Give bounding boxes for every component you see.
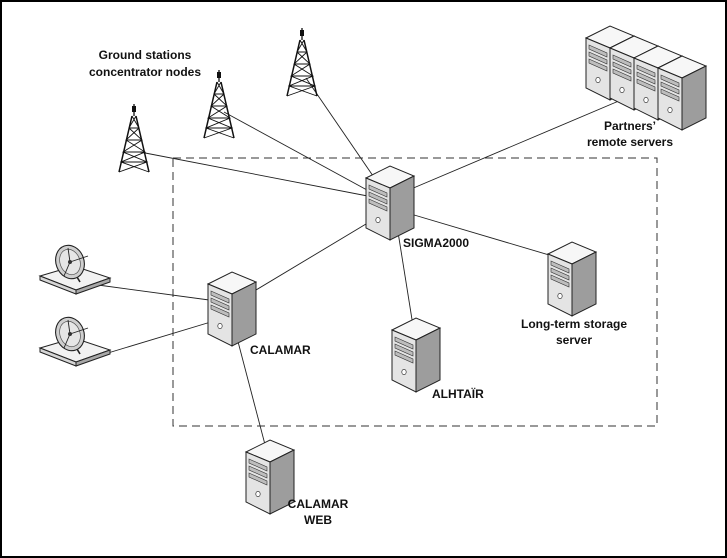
sigma2000-label: SIGMA2000 (403, 236, 469, 250)
sigma2000-server-icon (365, 165, 415, 241)
ground-stations-label-line2: concentrator nodes (89, 65, 201, 79)
link-calamar-web (235, 333, 269, 457)
alhtair-server-icon (391, 317, 441, 393)
ground-stations-label-line1: Ground stations (99, 48, 192, 62)
dashed-boundary (172, 157, 658, 427)
link-partners-sigma (403, 91, 641, 193)
connections (97, 77, 641, 457)
storage-label-line1: Long-term storage (521, 317, 627, 331)
storage-server-icon (547, 241, 597, 317)
link-tower1-sigma (139, 151, 379, 199)
link-dish1-calamar (97, 284, 225, 303)
link-sigma-alhtair (397, 231, 415, 333)
link-sigma-storage (403, 211, 567, 261)
link-tower2-sigma (223, 111, 379, 197)
link-dish2-calamar (97, 317, 225, 357)
storage-label-line2: server (556, 333, 592, 347)
link-tower3-sigma (305, 77, 385, 193)
alhtair-label: ALHTAÏR (432, 386, 484, 401)
link-sigma-calamar (245, 217, 377, 297)
calamar-server-icon (207, 271, 257, 347)
calamar-label: CALAMAR (250, 343, 311, 357)
partners-label-line2: remote servers (587, 135, 673, 149)
calamar-web-label-line1: CALAMAR (288, 497, 349, 511)
partners-label-line1: Partners’ (604, 119, 656, 133)
calamar-web-label-line2: WEB (304, 513, 332, 527)
